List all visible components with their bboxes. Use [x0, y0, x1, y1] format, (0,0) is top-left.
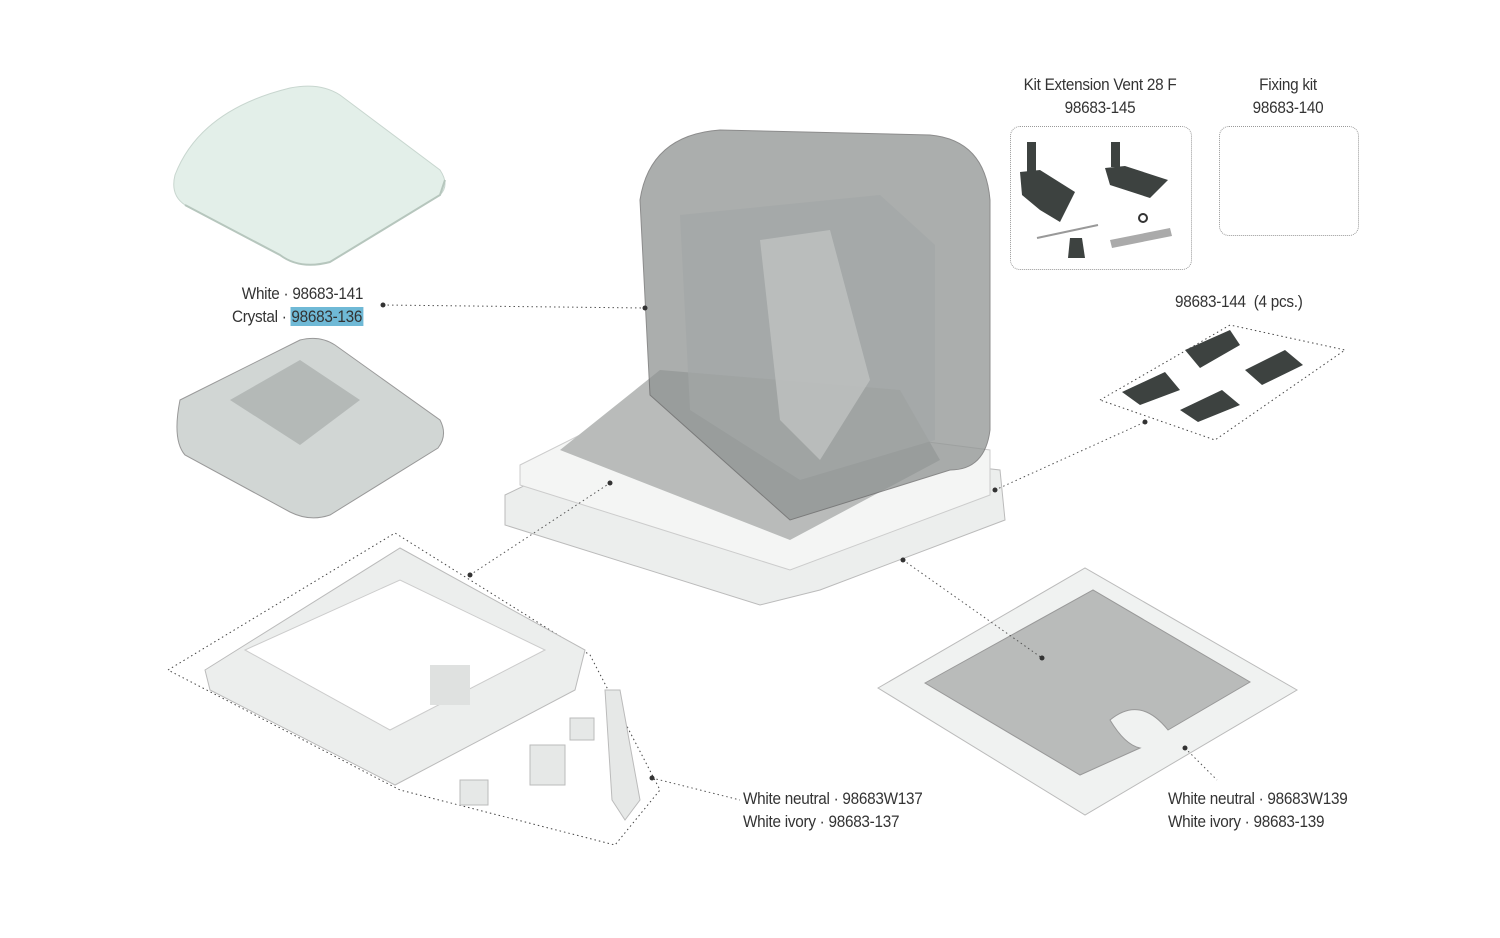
clips-label: 98683-144 (4 pcs.)	[1175, 292, 1303, 311]
fixing-kit-label: Fixing kit 98683-140	[1225, 73, 1351, 119]
frame-white-neutral: White neutral · 98683W137	[743, 789, 923, 808]
dome-crystal-label: Crystal · 98683-136	[232, 305, 364, 328]
dome-crystal-prefix: Crystal ·	[232, 307, 291, 326]
dome-white-label: White · 98683-141	[241, 284, 364, 303]
clips-part	[1098, 324, 1347, 441]
inner-frame-label: White neutral · 98683W139 White ivory · …	[1168, 787, 1348, 833]
leader-lines	[382, 304, 1218, 801]
main-roof-vent	[504, 129, 1006, 606]
extension-kit-parts	[1020, 142, 1172, 258]
inner-frame-part	[877, 567, 1298, 816]
extension-kit-title: Kit Extension Vent 28 F	[1023, 75, 1177, 94]
extension-kit-label: Kit Extension Vent 28 F 98683-145	[1010, 73, 1190, 119]
extension-kit-part-number: 98683-145	[1064, 98, 1136, 117]
frame-label: White neutral · 98683W137 White ivory · …	[743, 787, 923, 833]
leader-dots	[380, 302, 1188, 781]
white-dome-part	[173, 85, 446, 266]
crystal-dome-part	[176, 337, 444, 519]
inner-frame-white-neutral: White neutral · 98683W139	[1168, 789, 1348, 808]
frame-part	[166, 532, 661, 846]
fixing-kit-part-number: 98683-140	[1252, 98, 1324, 117]
fixing-kit-title: Fixing kit	[1259, 75, 1317, 94]
extension-kit-box	[1010, 126, 1192, 270]
inner-frame-white-ivory: White ivory · 98683-139	[1168, 812, 1325, 831]
dome-label: White · 98683-141 Crystal · 98683-136	[232, 282, 363, 328]
dome-crystal-part-number[interactable]: 98683-136	[290, 307, 364, 326]
fixing-kit-box	[1219, 126, 1359, 236]
frame-white-ivory: White ivory · 98683-137	[743, 812, 900, 831]
